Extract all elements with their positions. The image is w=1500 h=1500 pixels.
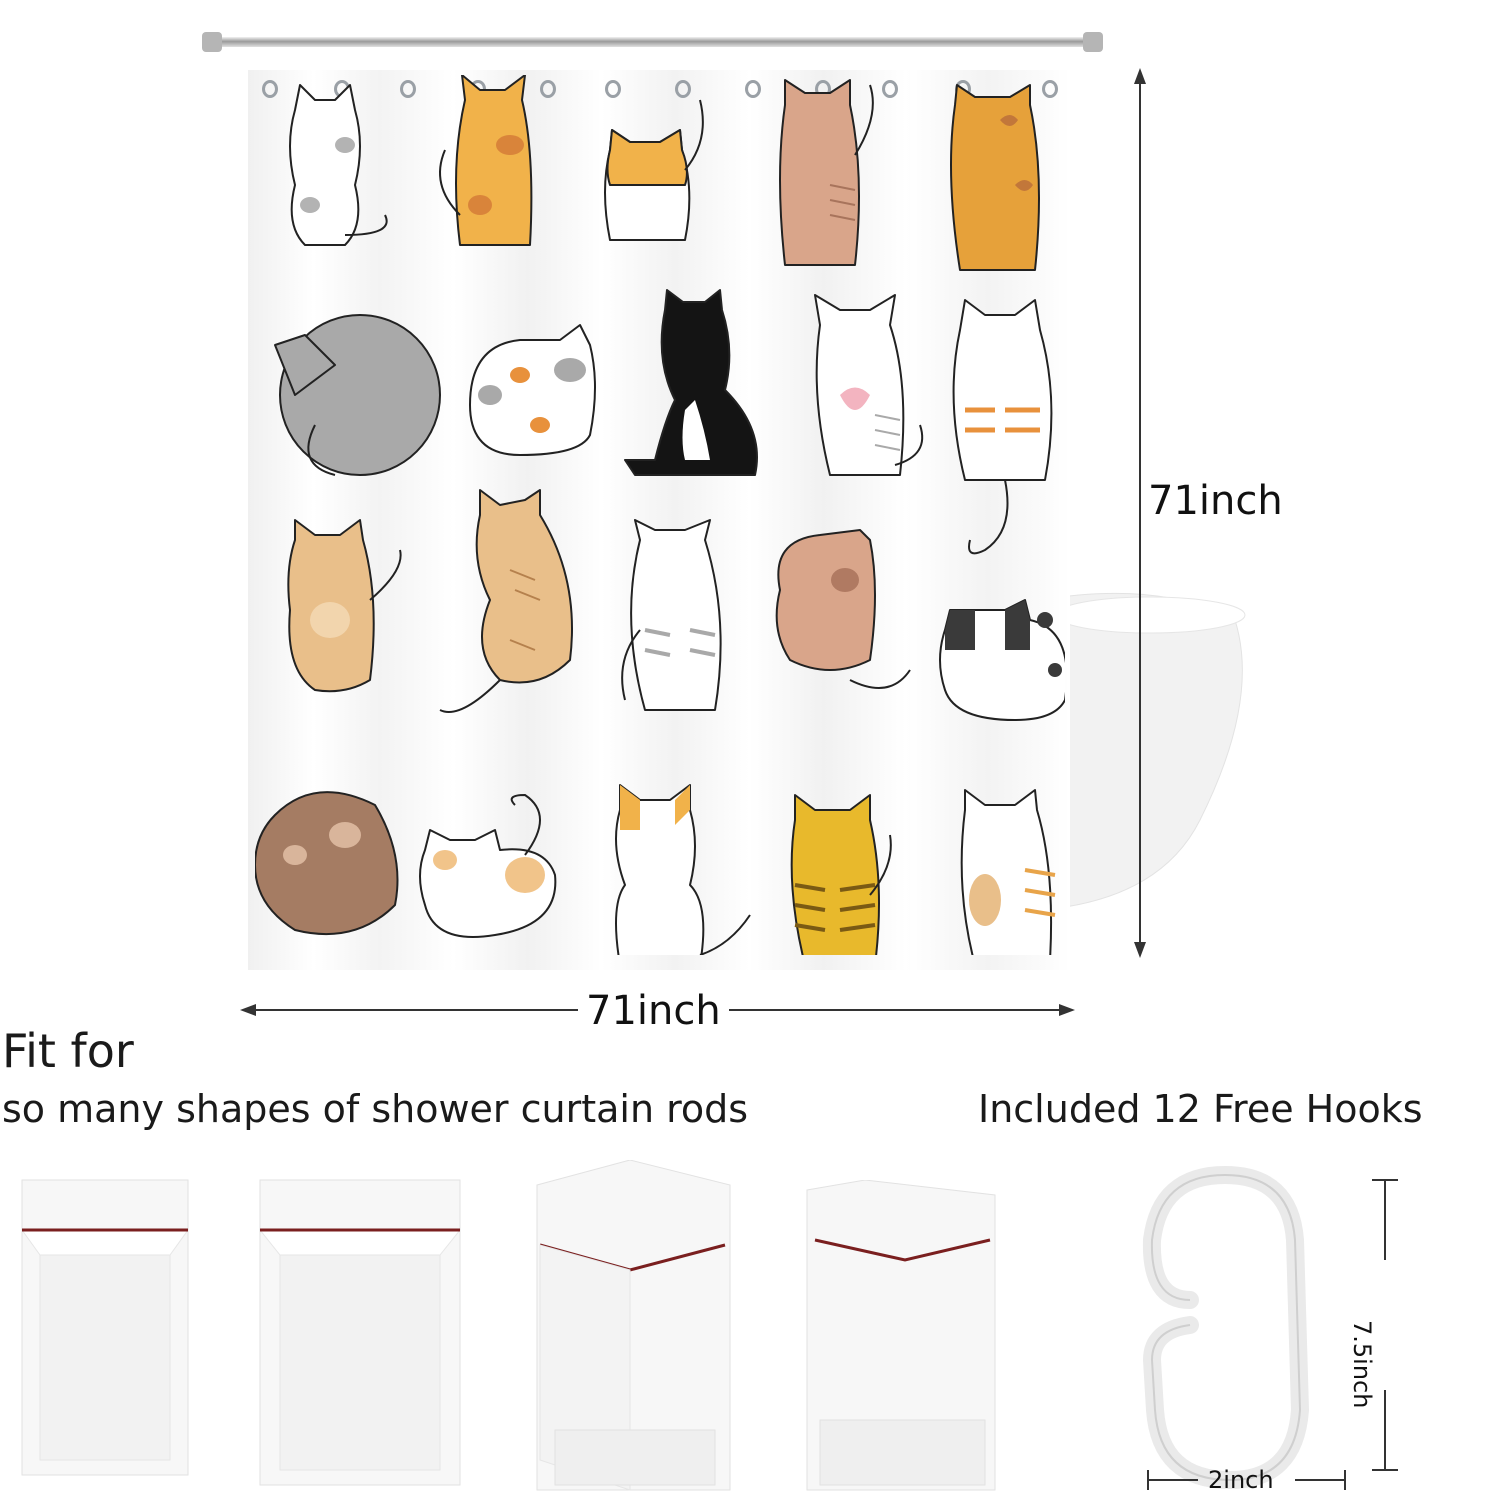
cat-icon bbox=[287, 519, 402, 693]
cat-icon bbox=[960, 789, 1056, 955]
cat-icon bbox=[439, 489, 573, 713]
width-label: 71inch bbox=[578, 988, 729, 1034]
cat-icon bbox=[814, 294, 924, 476]
hook-width-label: 2inch bbox=[1208, 1466, 1274, 1494]
hook-ring-icon bbox=[605, 80, 621, 98]
hook-height-label: 7.5inch bbox=[1348, 1320, 1376, 1409]
straight-rod-icon bbox=[258, 1179, 462, 1486]
cat-icon bbox=[604, 99, 704, 241]
hook-ring-icon bbox=[540, 80, 556, 98]
height-label: 71inch bbox=[1148, 478, 1283, 524]
hooks-title: Included 12 Free Hooks bbox=[978, 1087, 1423, 1131]
corner-rod-icon bbox=[806, 1180, 996, 1491]
cat-icon bbox=[615, 784, 751, 955]
hook-ring-icon bbox=[262, 80, 278, 98]
hook-ring-icon bbox=[882, 80, 898, 98]
hook-ring-icon bbox=[400, 80, 416, 98]
cat-icon bbox=[469, 324, 596, 456]
shower-rod bbox=[202, 32, 1103, 52]
fit-title: Fit for bbox=[2, 1024, 134, 1078]
cat-icon bbox=[779, 79, 874, 266]
hook-ring-icon bbox=[1042, 80, 1058, 98]
cat-icon bbox=[289, 84, 388, 246]
cat-icon bbox=[775, 529, 911, 689]
fit-subtitle: so many shapes of shower curtain rods bbox=[2, 1087, 749, 1131]
cat-icon bbox=[790, 794, 892, 955]
cat-icon bbox=[255, 791, 399, 936]
straight-rod-icon bbox=[21, 1179, 189, 1476]
cats-pattern bbox=[255, 75, 1065, 955]
cat-icon bbox=[439, 75, 533, 246]
bathtub bbox=[1040, 592, 1246, 910]
cat-icon bbox=[624, 289, 758, 476]
cat-icon bbox=[419, 794, 557, 938]
height-dimension-line bbox=[1134, 68, 1146, 958]
cat-icon bbox=[274, 314, 441, 476]
cat-icon bbox=[939, 599, 1065, 721]
hook-ring-icon bbox=[675, 80, 691, 98]
hook-ring-icon bbox=[745, 80, 761, 98]
corner-rod-icon bbox=[536, 1160, 731, 1491]
cat-icon bbox=[621, 519, 722, 711]
cat-icon bbox=[950, 84, 1040, 271]
hook-ring-diagram bbox=[1142, 1165, 1398, 1490]
cat-icon bbox=[952, 299, 1053, 555]
